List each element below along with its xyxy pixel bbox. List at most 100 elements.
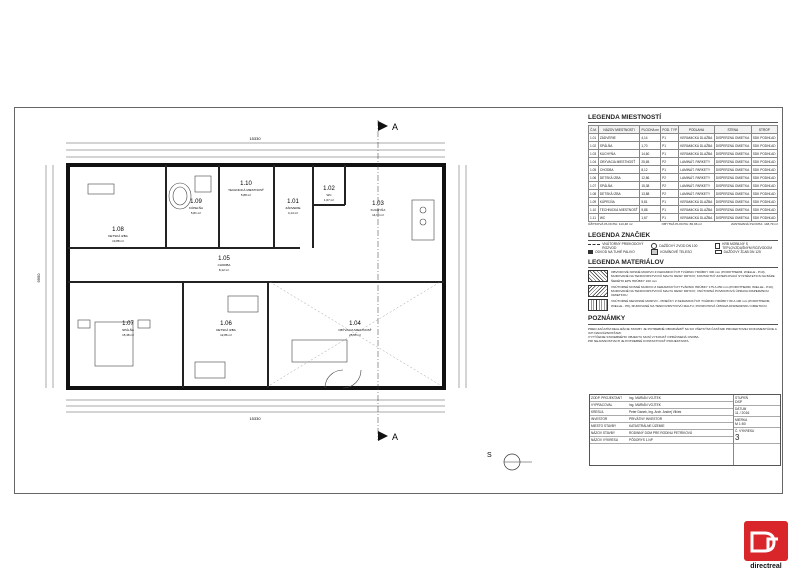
table-cell: 14,60 xyxy=(639,149,662,159)
title-block-value: M 1:50 xyxy=(735,422,746,426)
table-cell: KUCHYŇA xyxy=(597,149,641,159)
room-area: 14,60 m² xyxy=(372,213,384,217)
table-cell: P1 xyxy=(660,213,680,223)
room-number: 1.07 xyxy=(122,321,134,327)
material-item: VNÚTORNÉ NENOSNÉ MURIVO - PRIEČKY Z KERA… xyxy=(588,299,778,312)
table-cell: KERAMICKÁ DLAŽBA xyxy=(678,141,715,151)
logo-glyph-icon xyxy=(750,531,778,553)
room-area: 12,86 m² xyxy=(220,333,232,337)
room-1-08: 1.08 DETSKÁ IZBA 13,88 m² xyxy=(108,227,128,243)
table-cell: P2 xyxy=(660,189,680,199)
room-1-03: 1.03 KUCHYŇA 14,60 m² xyxy=(371,201,386,217)
table-cell: 1.08 xyxy=(588,189,599,199)
table-cell: SDK PODHĽAD xyxy=(750,157,779,167)
table-cell: P2 xyxy=(660,157,680,167)
room-area: 13,88 m² xyxy=(112,239,124,243)
fixtures xyxy=(77,175,435,389)
table-cell: SPÁLŇA xyxy=(597,181,641,191)
table-cell: KERAMICKÁ DLAŽBA xyxy=(678,205,715,215)
table-cell: SDK PODHĽAD xyxy=(750,213,779,223)
table-cell: 1.03 xyxy=(588,149,599,159)
title-block-key: DÁTUM xyxy=(735,407,747,411)
notes-list: PRED ZAČATÍM REALIZÁCIE STAVBY JE POTREB… xyxy=(588,327,778,344)
note-item: PRI NEJASNOSTIACH JE POTREBNÉ KONTAKTOVA… xyxy=(588,339,690,344)
note-item: PRED ZAČATÍM REALIZÁCIE STAVBY JE POTREB… xyxy=(588,326,777,335)
table-cell: LAMINÁT. PARKETY xyxy=(678,165,715,175)
title-block-value: Ing. MARIÁN VOJTEK xyxy=(629,403,661,407)
table-cell: TECHNICKÁ MIESTNOSŤ xyxy=(597,205,641,215)
section-mark-bottom: A xyxy=(392,432,398,442)
room-name: DETSKÁ IZBA xyxy=(108,234,128,238)
room-number: 1.02 xyxy=(323,186,335,192)
table-cell: ZÁDVERIE xyxy=(597,133,641,143)
title-block-key: MIESTO STAVBY xyxy=(591,424,617,428)
col-header: STROP xyxy=(750,125,779,135)
table-cell: 1.05 xyxy=(588,165,599,175)
table-cell: CHODBA xyxy=(597,165,641,175)
room-number: 1.01 xyxy=(287,199,299,205)
room-area: 25,65 m² xyxy=(349,333,361,337)
title-block-key: VYPRACOVAL xyxy=(591,403,613,407)
dashed-line-icon xyxy=(588,244,601,248)
table-cell: DISPERZNÁ OMIETKA xyxy=(713,189,752,199)
hatch-icon xyxy=(588,299,608,312)
title-block-value: 11 / 2016 xyxy=(735,411,750,415)
logo-text: directreal xyxy=(750,563,782,570)
symbols-legend-title: LEGENDA ZNAČIEK xyxy=(588,232,778,242)
room-number: 1.08 xyxy=(112,227,124,233)
title-block-key: STUPEŇ xyxy=(735,396,748,400)
notes-title: POZNÁMKY xyxy=(588,315,778,325)
symbols-list: VNÚTORNÝ PRIEKODOVÝ ROZVOD DAŽĎOVÝ ZVOD … xyxy=(588,242,778,256)
room-labels: 1.08 DETSKÁ IZBA 13,88 m² 1.09 KÚPEĽŇA 5… xyxy=(108,181,385,337)
table-cell: LAMINÁT. PARKETY xyxy=(678,173,715,183)
title-block-key: Č. VÝKRESU xyxy=(735,429,755,433)
title-block-value: DSP xyxy=(735,400,743,404)
title-block-value: Peter Danek, Ing. Arch. Andrej Vilček xyxy=(629,410,682,414)
total-built: ZASTAVANÁ PLOCHA: 148,79 m² xyxy=(731,222,778,227)
interior-walls xyxy=(68,165,444,388)
table-cell: KERAMICKÁ DLAŽBA xyxy=(678,213,715,223)
dashed-lines xyxy=(269,281,441,386)
material-item: OBVODOVÉ NOSNÉ MURIVO Z KERAMICKÝCH TVÁR… xyxy=(588,270,778,283)
dimension-lines xyxy=(45,142,467,413)
room-name: DETSKÁ IZBA xyxy=(216,328,236,332)
north-mark: S xyxy=(487,452,492,459)
hatch-icon xyxy=(588,284,608,297)
table-cell: KERAMICKÁ DLAŽBA xyxy=(678,149,715,159)
room-1-06: 1.06 DETSKÁ IZBA 12,86 m² xyxy=(216,321,236,337)
table-cell: 15,38 xyxy=(639,181,662,191)
table-cell: SDK PODHĽAD xyxy=(750,165,779,175)
room-name: KUCHYŇA xyxy=(371,207,386,212)
table-cell: 1.04 xyxy=(588,157,599,167)
legend-symbol: DAŽĎOVÝ ZVOD DN 100 xyxy=(651,243,714,250)
total-living: OBYTNÁ PLOCHA: 86,96 m² xyxy=(661,222,702,227)
hatch-icon xyxy=(588,270,608,283)
room-1-09: 1.09 KÚPEĽŇA 5,81 m² xyxy=(189,199,203,215)
col-header: PLOCHA m² xyxy=(639,125,662,135)
room-area: 5,81 m² xyxy=(191,211,201,215)
room-name: TECHNICKÁ MIESTNOSŤ xyxy=(228,187,264,192)
table-cell: DISPERZNÁ OMIETKA xyxy=(713,133,752,143)
section-marks: A A xyxy=(377,120,398,442)
directreal-logo: directreal xyxy=(738,521,794,577)
table-cell: KÚPEĽŇA xyxy=(597,197,641,207)
table-cell: 13,88 xyxy=(639,189,662,199)
dim-bottom-total: 15330 xyxy=(249,416,261,421)
materials-legend-title: LEGENDA MATERIÁLOV xyxy=(588,259,778,269)
symbol-label: KOMÍNOVÉ TELESO xyxy=(660,250,692,255)
gutter-icon xyxy=(714,250,722,255)
room-number: 1.09 xyxy=(190,199,202,205)
table-cell: SPÁLŇA xyxy=(597,141,641,151)
room-number: 1.05 xyxy=(218,256,230,262)
